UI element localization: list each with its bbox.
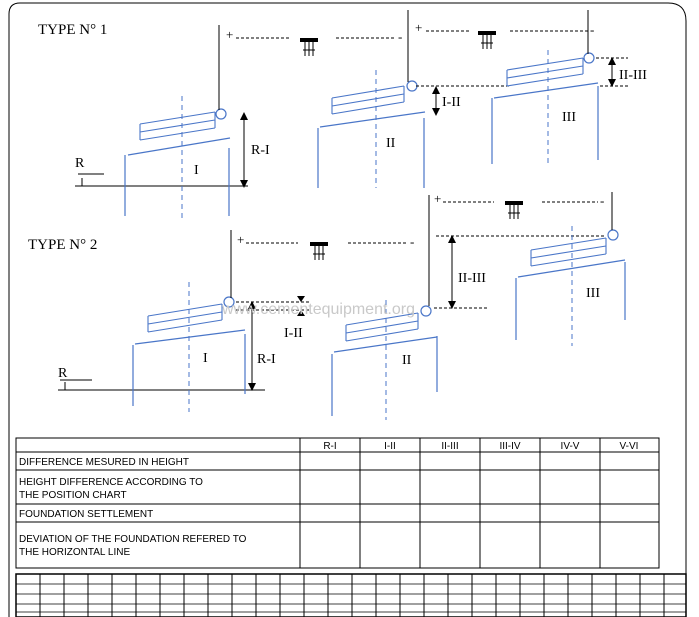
type1-dim-ii-iii: II-III bbox=[619, 68, 647, 83]
table-row-label: THE POSITION CHART bbox=[19, 490, 127, 501]
type2-pier-2: II bbox=[331, 195, 438, 420]
table-row-label: DEVIATION OF THE FOUNDATION REFERED TO bbox=[19, 534, 247, 545]
type1-diagram: TYPE N° 1 R I R-I + - bbox=[38, 10, 647, 220]
type1-pier-label-1: I bbox=[194, 163, 199, 178]
type1-dim-i-ii: I-II bbox=[442, 95, 461, 110]
table-col-header: III-IV bbox=[499, 441, 520, 452]
type1-pier-label-2: II bbox=[386, 136, 396, 151]
type1-title: TYPE N° 1 bbox=[38, 22, 107, 38]
type1-minus-2: - bbox=[590, 22, 594, 37]
type1-pier-label-3: III bbox=[562, 110, 576, 125]
level-instrument-icon bbox=[478, 31, 496, 49]
table-row-label: THE HORIZONTAL LINE bbox=[19, 547, 130, 558]
type1-ref-label: R bbox=[75, 156, 85, 171]
type1-plus-2: + bbox=[415, 20, 422, 35]
blank-record-grid bbox=[15, 573, 687, 617]
table-row-label: FOUNDATION SETTLEMENT bbox=[19, 509, 153, 520]
measurement-table: R-I I-II II-III III-IV IV-V V-VI DIFFERE… bbox=[15, 437, 660, 569]
type2-pier-1: I bbox=[132, 230, 246, 412]
type2-dim-i-ii: I-II bbox=[284, 326, 303, 341]
type2-plus-2: + bbox=[434, 191, 441, 206]
type1-pier-3: III bbox=[491, 10, 599, 164]
level-instrument-icon bbox=[300, 38, 318, 56]
table-col-header: V-VI bbox=[620, 441, 639, 452]
type2-minus-2: - bbox=[600, 193, 604, 208]
type1-dim-r-i: R-I bbox=[251, 143, 270, 158]
table-col-header: I-II bbox=[384, 441, 396, 452]
table-col-header: R-I bbox=[323, 441, 336, 452]
type2-dim-r-i: R-I bbox=[257, 352, 276, 367]
type1-pier-1: I bbox=[124, 25, 231, 220]
level-instrument-icon bbox=[310, 242, 328, 260]
type2-minus-1: - bbox=[410, 234, 414, 249]
table-col-header: IV-V bbox=[561, 441, 580, 452]
type2-plus-1: + bbox=[237, 232, 244, 247]
type2-pier-label-1: I bbox=[203, 351, 208, 366]
level-instrument-icon bbox=[505, 201, 523, 219]
type1-minus-1: - bbox=[398, 29, 402, 44]
sheet-border bbox=[8, 2, 687, 617]
table-row-label: DIFFERENCE MESURED IN HEIGHT bbox=[19, 457, 189, 468]
type2-pier-label-2: II bbox=[402, 353, 412, 368]
type2-ref-label: R bbox=[58, 366, 68, 381]
type2-pier-3: III bbox=[515, 192, 626, 346]
table-row-label: HEIGHT DIFFERENCE ACCORDING TO bbox=[19, 477, 203, 488]
watermark: www.cementequipment.org bbox=[221, 301, 415, 318]
type2-pier-label-3: III bbox=[586, 286, 600, 301]
type1-plus-1: + bbox=[226, 27, 233, 42]
type2-dim-ii-iii: II-III bbox=[458, 271, 486, 286]
table-col-header: II-III bbox=[441, 441, 458, 452]
type1-pier-2: II bbox=[317, 10, 426, 188]
type2-title: TYPE N° 2 bbox=[28, 237, 97, 253]
type2-diagram: TYPE N° 2 R I R-I I-II + - bbox=[28, 191, 626, 420]
